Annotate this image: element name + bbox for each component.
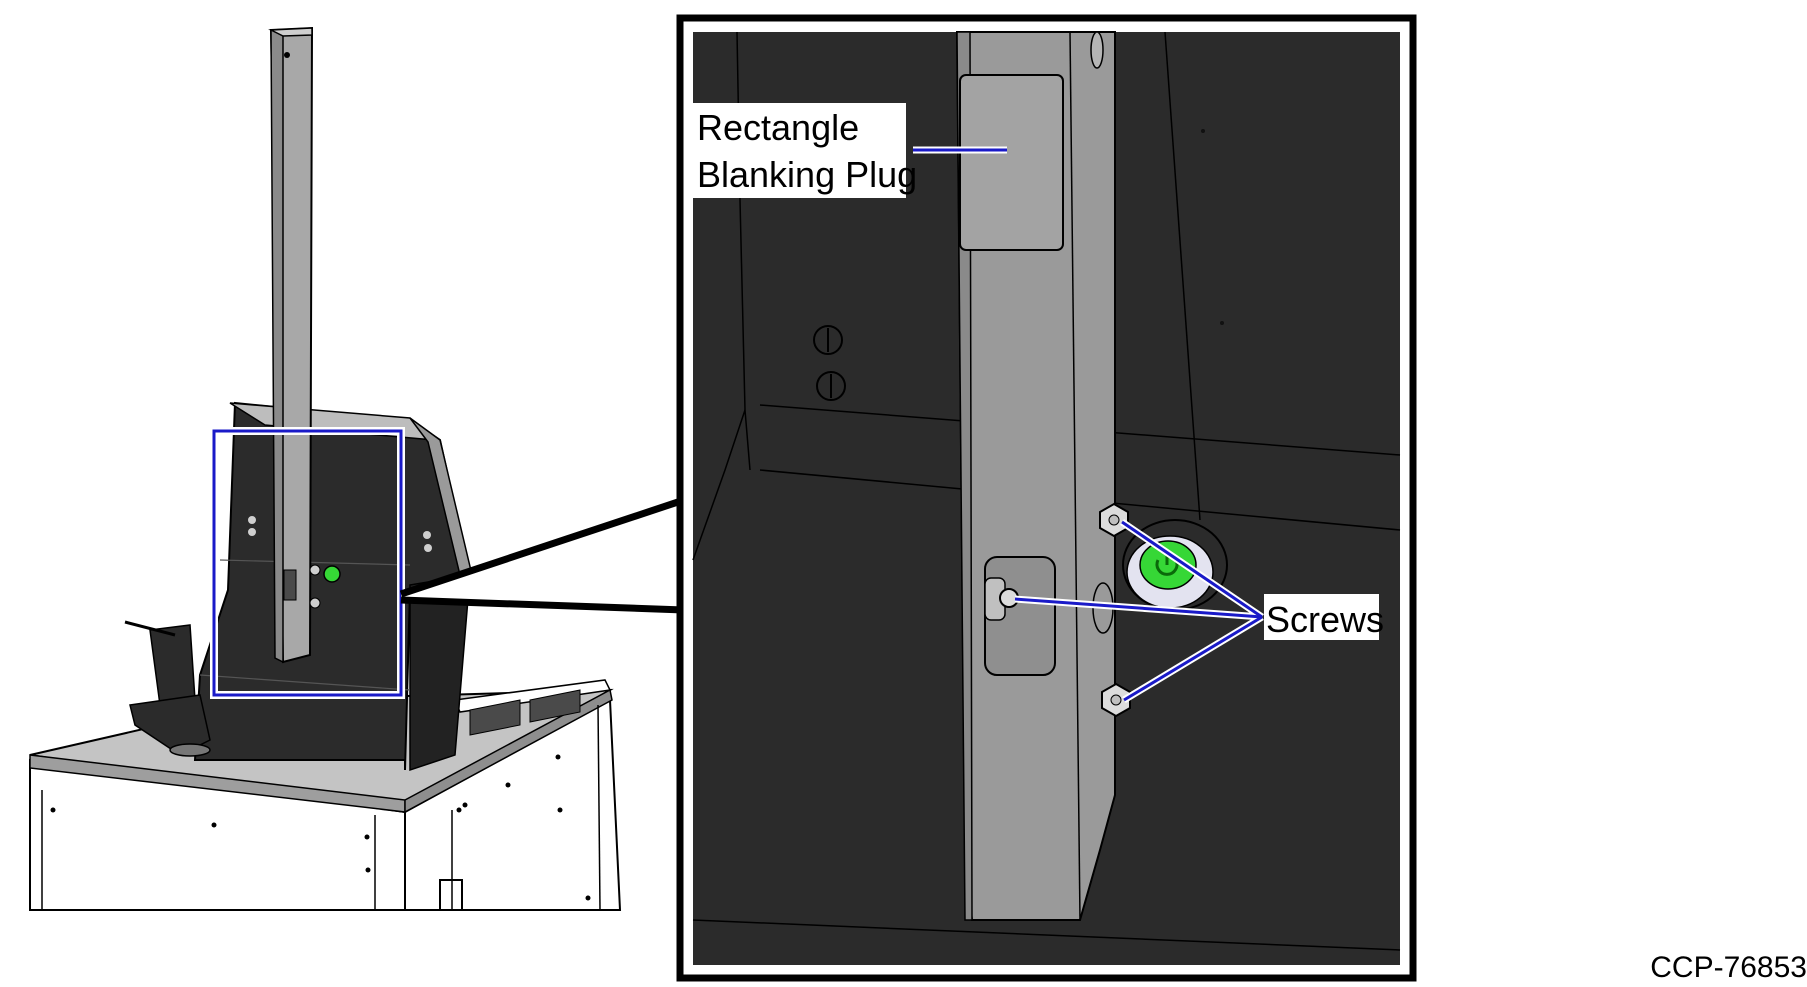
blanking-plug-label-line1: Rectangle [697, 107, 859, 148]
rectangle-blanking-plug [959, 74, 1064, 251]
overview-illustration [29, 26, 622, 911]
screws-label: Screws [1266, 599, 1384, 640]
pole-detail [955, 31, 1116, 921]
detail-view: Rectangle Blanking Plug Screws [676, 14, 1417, 982]
panel-screw-lower [816, 371, 846, 401]
panel-screw-upper [813, 325, 843, 355]
figure-id: CCP-76853 [1650, 951, 1807, 984]
pole [268, 26, 341, 664]
blanking-plug-label-line2: Blanking Plug [697, 154, 917, 195]
zoom-connector [399, 496, 686, 614]
hex-screw-icon [1101, 682, 1131, 718]
side-bracket [124, 620, 211, 757]
hex-screw-icon [1099, 502, 1129, 538]
screws-leaders [1014, 519, 1264, 703]
screws-label-box [1264, 594, 1379, 640]
blanking-plug-label-box [693, 103, 906, 198]
detail-region-frame-inner [212, 429, 403, 697]
